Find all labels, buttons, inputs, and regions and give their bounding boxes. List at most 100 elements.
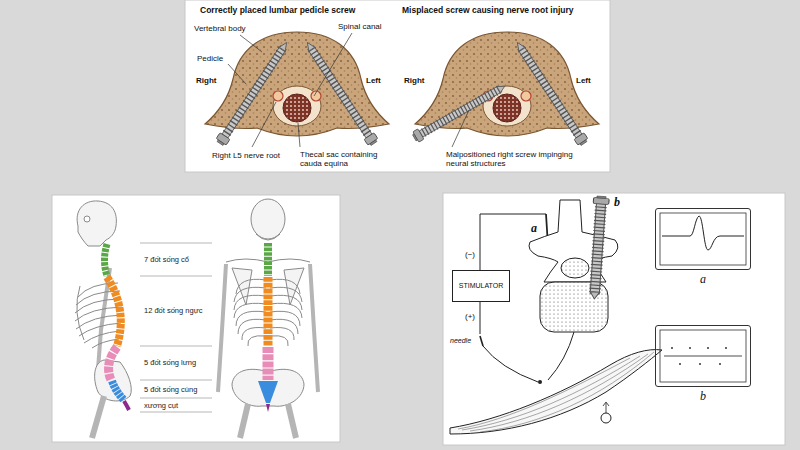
wire (480, 336, 483, 346)
muscle (538, 380, 542, 384)
skeleton-back (234, 279, 266, 346)
skeleton-side (84, 216, 90, 222)
skeleton-back (218, 199, 318, 438)
oscilloscope-trace (662, 216, 744, 250)
skeleton-side (95, 360, 132, 401)
part-label: Vertebral body (194, 24, 246, 33)
spine-side (105, 244, 108, 276)
oscilloscope-trace (671, 347, 673, 349)
skeleton-back (240, 404, 296, 438)
part-label: Pedicle (197, 54, 223, 63)
panel (443, 193, 785, 445)
muscle (458, 352, 654, 432)
skeleton-back (218, 264, 318, 392)
skeleton-back (270, 279, 302, 346)
side-label: Right (404, 76, 424, 85)
panel (52, 195, 340, 442)
part-label: Thecal sac containing cauda equina (300, 150, 400, 168)
skeleton-side (77, 201, 116, 246)
panel-title: Correctly placed lumbar pedicle screw (200, 5, 355, 15)
region-divider (140, 346, 212, 347)
wire (480, 302, 481, 334)
misplaced-screw (411, 81, 507, 143)
spine-back (258, 243, 278, 412)
oscilloscope-trace (660, 213, 746, 382)
spine-side (112, 381, 124, 400)
skeleton-side (92, 396, 104, 438)
region-divider (140, 243, 212, 244)
node-text: STIMULATOR (459, 282, 503, 290)
oscilloscope-trace (660, 330, 746, 382)
muscle (603, 402, 609, 413)
leader-lines (314, 33, 352, 96)
side-label: Left (576, 76, 591, 85)
muscle (450, 350, 662, 434)
leader-lines (240, 35, 262, 52)
region-divider (140, 398, 212, 399)
muscle (601, 413, 611, 423)
leader-lines (228, 64, 246, 84)
oscilloscope-trace (671, 347, 727, 365)
skeleton-side (75, 201, 131, 438)
spine-side (107, 277, 121, 346)
leader-lines (228, 33, 469, 147)
region-divider (140, 380, 212, 381)
part-label: Right L5 nerve root (212, 151, 280, 160)
oscilloscope-trace (707, 347, 709, 349)
oscilloscope-screen: a (655, 208, 751, 270)
electrode-letter: a (531, 222, 537, 235)
region-divider (140, 412, 212, 413)
spine-side (105, 244, 130, 410)
leader-lines (452, 110, 469, 147)
oscilloscope-screen: b (655, 325, 751, 387)
spine-side (109, 347, 117, 380)
oscilloscope-trace (689, 347, 691, 349)
oscilloscope-trace (719, 363, 721, 365)
panel-title: Misplaced screw causing nerve root injur… (402, 5, 573, 15)
leader-lines (298, 123, 300, 147)
side-label: Right (196, 76, 216, 85)
skeleton-side (77, 286, 84, 340)
muscle (450, 350, 662, 434)
spine-back (264, 277, 273, 346)
spine-back (266, 404, 270, 412)
skeleton-back (251, 199, 285, 239)
part-label: Spinal canal (338, 22, 382, 31)
polarity-label: (+) (465, 312, 475, 321)
polarity-label: (−) (465, 250, 475, 259)
spine-side (124, 401, 129, 410)
spine-back (263, 347, 274, 380)
oscilloscope-trace (664, 356, 742, 357)
pedicle-screw (215, 39, 292, 147)
electrode-letter: b (614, 196, 620, 209)
pedicle-screw (512, 39, 589, 147)
oscilloscope-trace (660, 213, 746, 265)
spine-region-label: 12 đốt sống ngực (144, 306, 202, 315)
node-text: b (656, 390, 750, 403)
region-divider (140, 243, 212, 412)
wire (483, 346, 538, 382)
oscilloscope-trace (679, 363, 681, 365)
part-label: Malpositioned right screw impinging neur… (446, 150, 581, 168)
region-divider (140, 276, 212, 277)
spine-region-label: 5 đốt sống cùng (144, 385, 197, 394)
spine-region-label: 5 đốt sống lưng (144, 358, 196, 367)
spine-back (264, 243, 272, 276)
vertebra-posterior (561, 258, 589, 278)
needle-label: needle (450, 336, 471, 345)
node-text: a (656, 273, 750, 286)
stimulator-box: STIMULATOR (452, 270, 510, 302)
spine-region-label: 7 đốt sống cổ (144, 255, 189, 264)
vertebra-posterior (587, 196, 610, 300)
wire (548, 332, 574, 380)
oscilloscope-trace (725, 347, 727, 349)
spine-back (258, 381, 278, 403)
oscilloscope-trace (699, 363, 701, 365)
side-label: Left (366, 76, 381, 85)
skeleton-back (256, 234, 280, 240)
pedicle-screw (302, 39, 379, 147)
panel (185, 0, 610, 172)
